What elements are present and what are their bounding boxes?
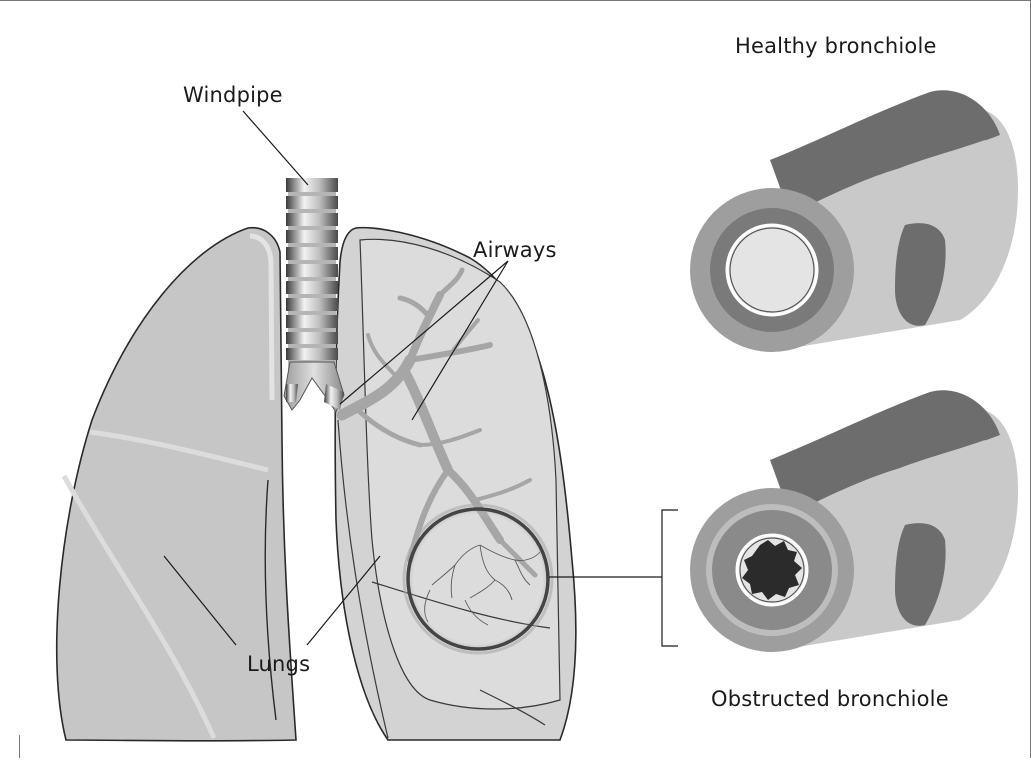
healthy-bronchiole-label: Healthy bronchiole: [735, 34, 937, 58]
obstructed-bronchiole: [690, 390, 1018, 652]
airways-label: Airways: [473, 238, 557, 262]
healthy-bronchiole: [690, 90, 1018, 352]
obstructed-bronchiole-label: Obstructed bronchiole: [711, 687, 949, 711]
windpipe-leader: [243, 111, 308, 185]
right-lung: [335, 228, 576, 740]
windpipe-rings: [286, 178, 338, 360]
windpipe-label: Windpipe: [183, 83, 283, 107]
windpipe: [284, 178, 344, 412]
lungs-label: Lungs: [247, 652, 310, 676]
zoom-bracket: [662, 510, 678, 646]
